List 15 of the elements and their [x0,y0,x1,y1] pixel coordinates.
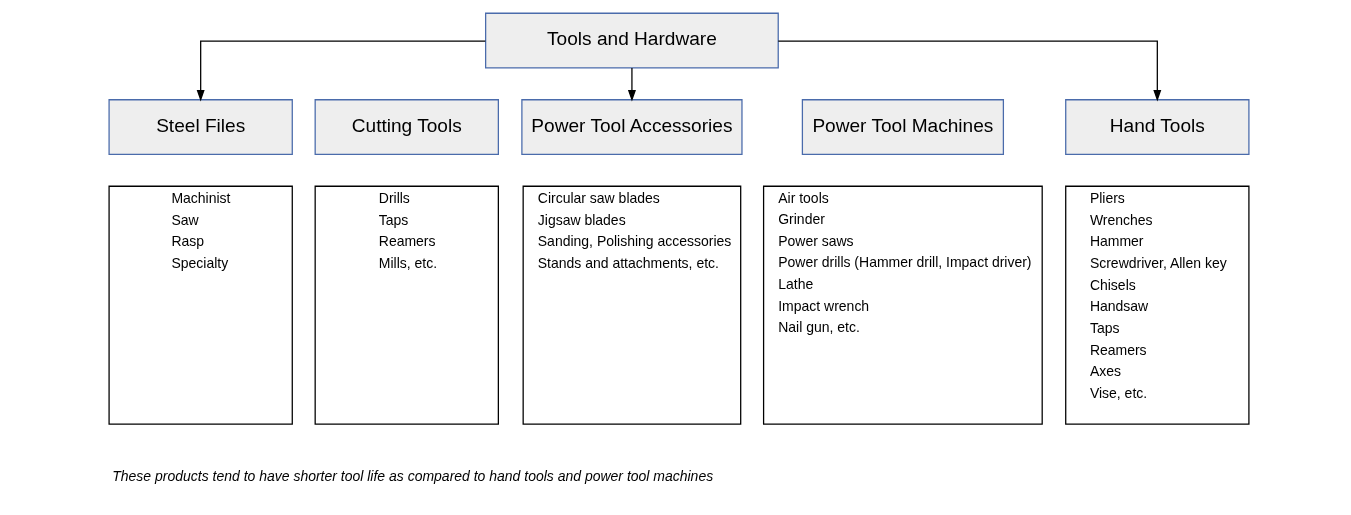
node-box: Air tools Grinder Power saws Power drills (Hammer drill, Impact driver) Lathe Impact wrench Nail gun, etc. [762,185,1043,425]
arrow [196,40,486,102]
node-box: Tools and Hardware [485,12,779,69]
node-box: Steel Files [108,99,293,156]
arrow [627,67,636,102]
node-box: Power Tool Machines [801,99,1005,156]
arrow [777,40,1162,102]
node-box: Machinist Saw Rasp Specialty [108,185,293,425]
node-box: Hand Tools [1065,99,1250,156]
node-box: Drills Taps Reamers Mills, etc. [314,185,499,425]
node-box: Pliers Wrenches Hammer Screwdriver, Allen key Chisels Handsaw Taps Reamers Axes Vise, etc. [1065,185,1250,425]
node-box: Cutting Tools [314,99,499,156]
node-box: Power Tool Accessories [521,99,743,156]
node-box: Circular saw blades Jigsaw blades Sanding, Polishing accessories Stands and attachments, etc. [522,185,742,425]
label: These products tend to have shorter tool life as compared to hand tools and power tool machines [112,468,714,485]
